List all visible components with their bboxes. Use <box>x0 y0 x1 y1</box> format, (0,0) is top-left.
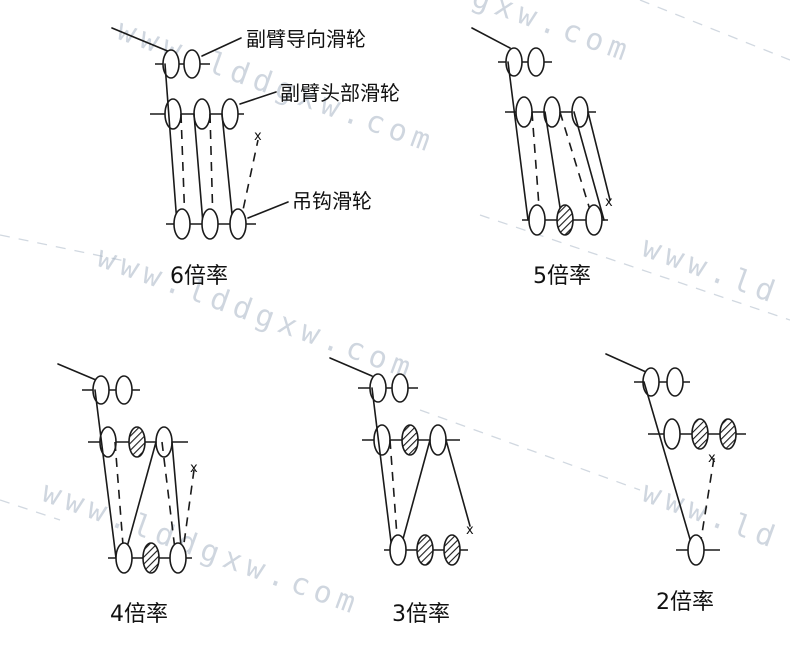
watermark-text-6: www.ld <box>637 475 785 557</box>
watermark-text-2: gxw.com <box>467 0 637 70</box>
panel-label: 5倍率 <box>533 264 591 289</box>
hook-pulley <box>528 204 546 236</box>
head-pulley-unused <box>691 418 709 450</box>
guide-pulley <box>115 375 133 405</box>
hook-pulley-unused <box>416 534 434 566</box>
hook-pulley <box>201 208 219 240</box>
head-pulley-unused <box>719 418 737 450</box>
guide-pulley <box>183 49 201 79</box>
hook-pulley-unused <box>443 534 461 566</box>
watermark-text-4: www.ld <box>637 230 785 312</box>
panel-4x: x 4倍率 <box>57 363 198 627</box>
rope-end-mark: x <box>605 195 613 210</box>
panel-2x: x 2倍率 <box>605 353 746 615</box>
guide-pulley <box>527 47 545 77</box>
watermark-text-3: www.lddgxw.com <box>92 240 421 388</box>
head-pulley-unused <box>401 424 419 456</box>
annotation-jib-head-pulley: 副臂头部滑轮 <box>280 81 400 105</box>
panel-label: 4倍率 <box>110 602 168 627</box>
leader-line <box>247 201 289 219</box>
head-pulley <box>221 98 239 130</box>
annotation-hook-pulley: 吊钩滑轮 <box>292 189 372 213</box>
rope-end-mark: x <box>708 451 716 466</box>
head-pulley <box>99 426 117 458</box>
head-pulley <box>429 424 447 456</box>
guide-pulley <box>369 373 387 403</box>
hook-pulley <box>687 534 705 566</box>
annotation-jib-guide-pulley: 副臂导向滑轮 <box>246 27 366 51</box>
watermark-text-5: www.lddgxw.com <box>37 475 366 623</box>
panel-5x: x 5倍率 <box>471 27 613 289</box>
leader-line <box>201 37 242 57</box>
head-pulley <box>515 96 533 128</box>
guide-pulley <box>162 49 180 79</box>
rope-end-mark: x <box>254 129 262 144</box>
hook-pulley <box>173 208 191 240</box>
hook-pulley-unused <box>556 204 574 236</box>
panel-label: 2倍率 <box>656 590 714 615</box>
guide-pulley <box>391 373 409 403</box>
hook-pulley <box>169 542 187 574</box>
head-pulley <box>193 98 211 130</box>
hook-pulley-unused <box>142 542 160 574</box>
guide-pulley <box>92 375 110 405</box>
guide-pulley <box>666 367 684 397</box>
hook-pulley <box>229 208 247 240</box>
hook-pulley <box>115 542 133 574</box>
rope-end-mark: x <box>190 461 198 476</box>
guide-pulley <box>642 367 660 397</box>
panel-3x: x 3倍率 <box>329 357 474 627</box>
hook-pulley <box>389 534 407 566</box>
panel-6x: x 副臂导向滑轮 副臂头部滑轮 吊钩滑轮 6倍率 <box>111 27 400 289</box>
leader-line <box>239 91 277 105</box>
hook-pulley <box>585 204 603 236</box>
panel-label: 6倍率 <box>170 264 228 289</box>
head-pulley-unused <box>128 426 146 458</box>
guide-pulley <box>505 47 523 77</box>
head-pulley <box>663 418 681 450</box>
head-pulley <box>155 426 173 458</box>
rope-end-mark: x <box>466 523 474 538</box>
panel-label: 3倍率 <box>392 602 450 627</box>
